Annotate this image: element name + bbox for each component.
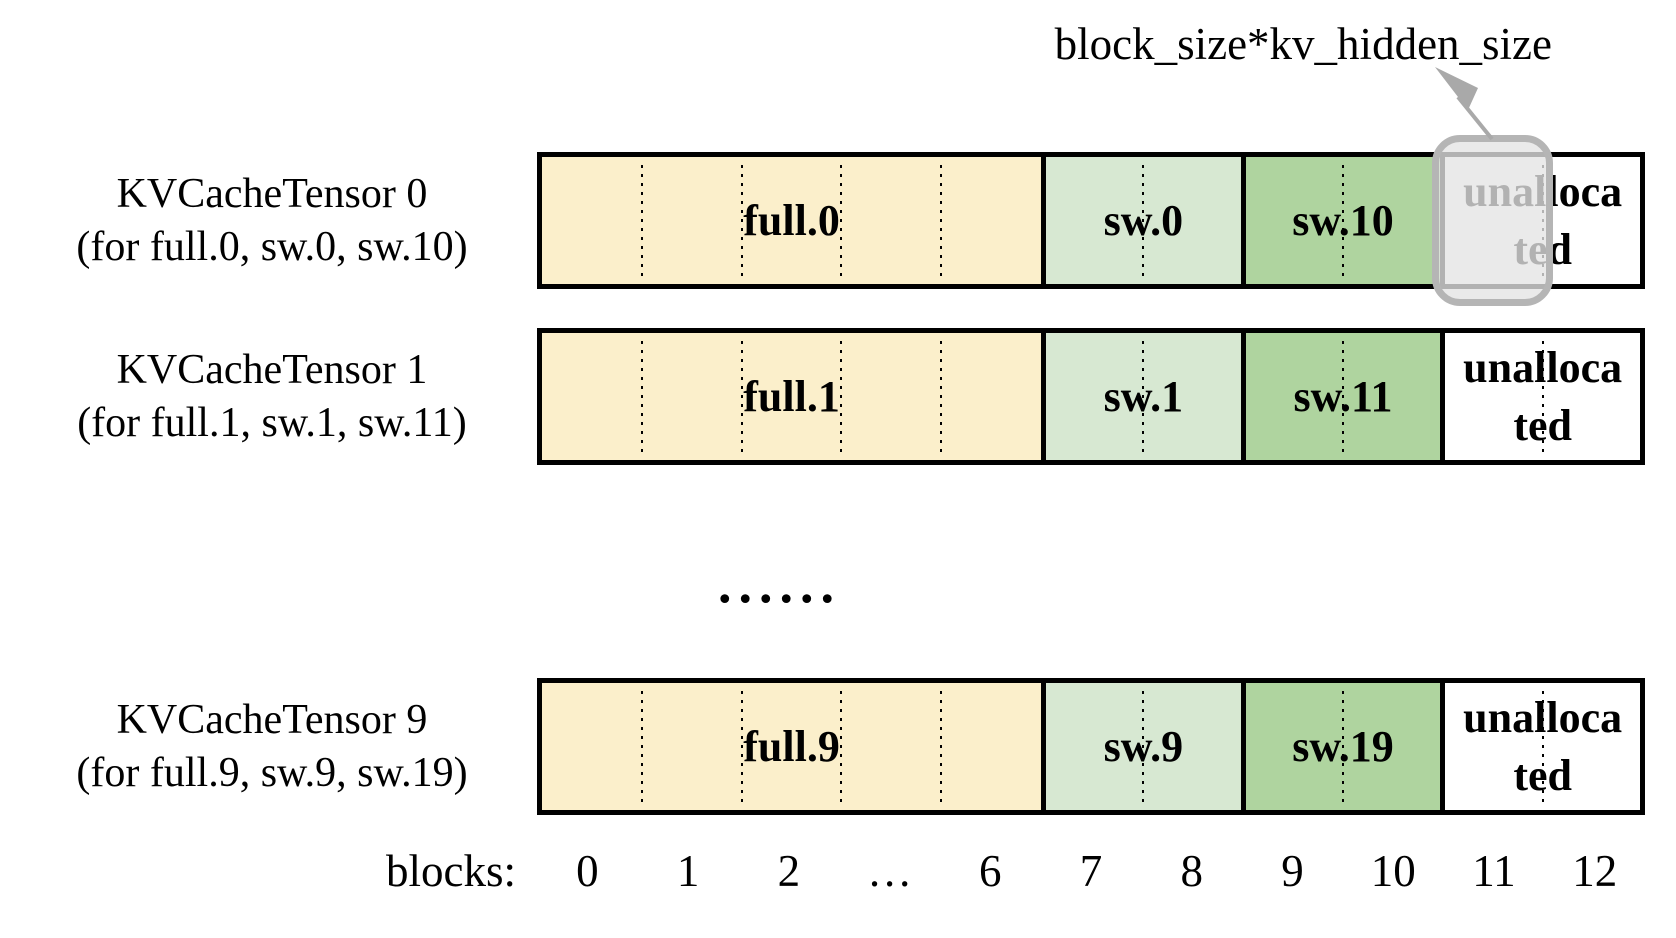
- block-tick: 0: [576, 846, 599, 896]
- block-tick: 9: [1281, 846, 1304, 896]
- block-tick: 8: [1180, 846, 1204, 896]
- segment-unallocated: unallocated: [1440, 683, 1640, 810]
- blocks-axis-label: blocks:: [386, 846, 516, 896]
- segment-label: full.0: [743, 196, 840, 245]
- segment-label: full.1: [743, 372, 840, 421]
- tensor-row: KVCacheTensor 9 (for full.9, sw.9, sw.19…: [0, 678, 1676, 815]
- block-tick: 6: [979, 846, 1002, 896]
- block-divider: [640, 691, 643, 802]
- tensor-row-label: KVCacheTensor 0 (for full.0, sw.0, sw.10…: [28, 152, 516, 289]
- tensor-row-subtitle: (for full.1, sw.1, sw.11): [77, 399, 467, 446]
- block-divider: [1541, 341, 1544, 452]
- segment-sw: sw.0: [1041, 157, 1241, 284]
- block-divider: [1142, 691, 1145, 802]
- segment-sw: sw.19: [1240, 683, 1441, 810]
- segment-label: sw.11: [1293, 372, 1393, 421]
- block-divider: [940, 691, 943, 802]
- block-tick: 11: [1472, 846, 1516, 896]
- blocks-axis: 0 1 2 … 6 7 8 9 10 11 12: [537, 845, 1645, 897]
- segment-sw: sw.10: [1240, 157, 1441, 284]
- block-tick: 2: [777, 846, 801, 896]
- segment-label: sw.10: [1292, 196, 1394, 245]
- rows-ellipsis: ......: [718, 554, 841, 614]
- tensor-row-title: KVCacheTensor 0: [116, 171, 428, 218]
- block-tick: 7: [1079, 846, 1103, 896]
- block-divider: [940, 165, 943, 276]
- segment-sw: sw.11: [1240, 333, 1441, 460]
- tensor-row-title: KVCacheTensor 1: [116, 347, 428, 394]
- block-divider: [940, 341, 943, 452]
- segment-unallocated: unallocated: [1440, 333, 1640, 460]
- annotation-arrow-icon: [1435, 67, 1494, 141]
- segment-full: full.0: [542, 157, 1042, 284]
- block-divider: [640, 341, 643, 452]
- segment-label: sw.0: [1103, 196, 1184, 245]
- tensor-row-title: KVCacheTensor 9: [116, 697, 428, 744]
- block-divider: [1142, 165, 1145, 276]
- segment-sw: sw.9: [1041, 683, 1241, 810]
- block-divider: [640, 165, 643, 276]
- block-divider: [840, 165, 843, 276]
- block-tick: 1: [676, 846, 700, 896]
- segment-label: sw.9: [1103, 722, 1184, 771]
- block-divider: [740, 691, 743, 802]
- kv-cache-tensor-bar: full.1 sw.1 sw.11 unallocated: [537, 328, 1645, 465]
- segment-label: sw.19: [1292, 722, 1394, 771]
- block-divider: [840, 691, 843, 802]
- block-divider: [740, 165, 743, 276]
- tensor-row-label: KVCacheTensor 9 (for full.9, sw.9, sw.19…: [28, 678, 516, 815]
- block-divider: [1541, 691, 1544, 802]
- segment-sw: sw.1: [1041, 333, 1241, 460]
- segment-label: sw.1: [1103, 372, 1184, 421]
- tensor-row-subtitle: (for full.0, sw.0, sw.10): [76, 223, 468, 270]
- segment-label: unallocated: [1463, 693, 1623, 800]
- segment-full: full.9: [542, 683, 1042, 810]
- block-divider: [1342, 341, 1345, 452]
- tensor-row-label: KVCacheTensor 1 (for full.1, sw.1, sw.11…: [28, 328, 516, 465]
- block-tick: 10: [1370, 846, 1416, 896]
- kv-cache-tensor-bar: full.9 sw.9 sw.19 unallocated: [537, 678, 1645, 815]
- block-divider: [1342, 165, 1345, 276]
- segment-full: full.1: [542, 333, 1042, 460]
- block-tick: …: [867, 846, 913, 896]
- annotation-label: block_size*kv_hidden_size: [1054, 19, 1552, 69]
- segment-label: full.9: [743, 722, 840, 771]
- block-tick: 12: [1572, 846, 1618, 896]
- tensor-row: KVCacheTensor 1 (for full.1, sw.1, sw.11…: [0, 328, 1676, 465]
- tensor-row-subtitle: (for full.9, sw.9, sw.19): [76, 749, 468, 796]
- block-divider: [1142, 341, 1145, 452]
- block-divider: [840, 341, 843, 452]
- block-divider: [1342, 691, 1345, 802]
- block-size-highlight: [1432, 135, 1553, 306]
- segment-label: unallocated: [1463, 343, 1623, 450]
- block-divider: [740, 341, 743, 452]
